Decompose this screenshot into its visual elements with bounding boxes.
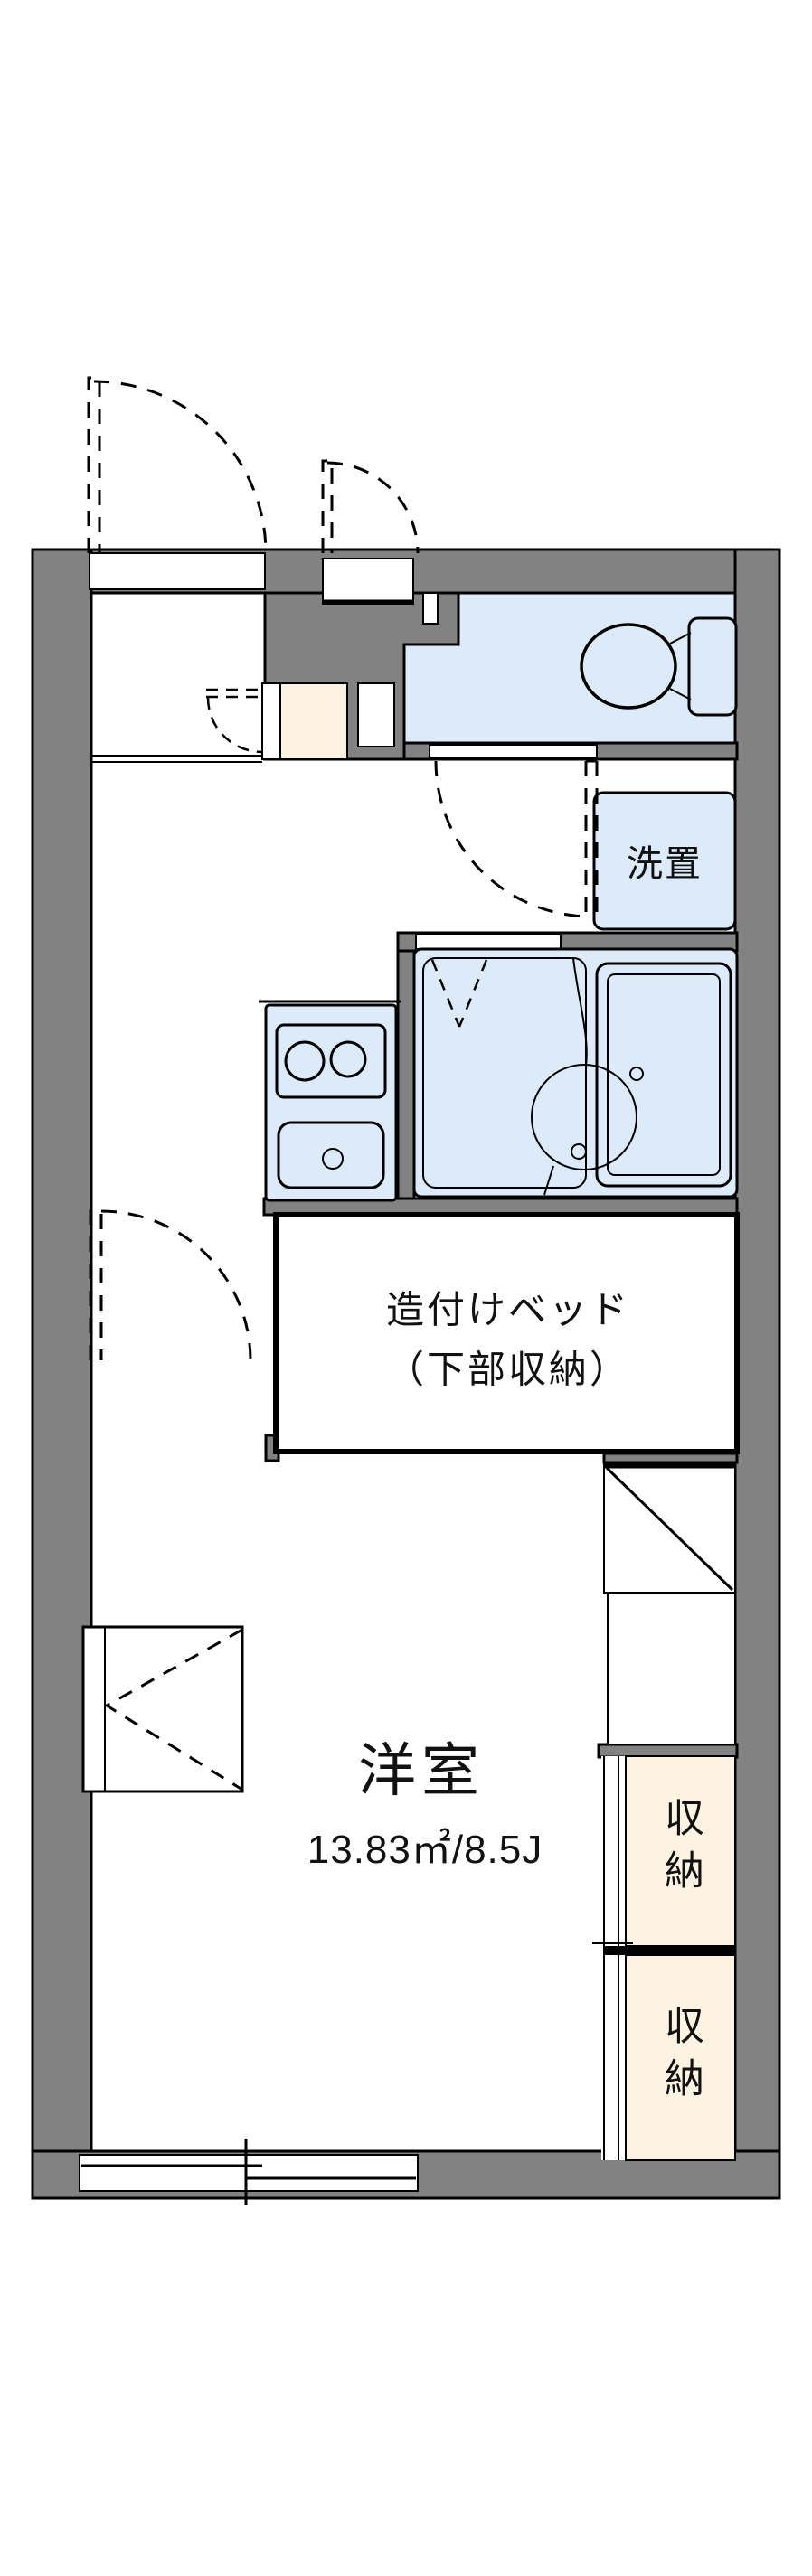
bathtub-inner [607,973,721,1176]
shower-area [422,957,587,1189]
wall-left [31,548,93,2200]
bath-basin-icon [531,1064,637,1170]
washer-space [592,791,737,931]
stove-icon [275,1023,387,1099]
wall-right [733,548,781,2200]
kitchen-sink-icon [277,1121,385,1189]
wall-below-bed [602,1452,739,1464]
ladder-space-chevron [104,1628,243,1791]
window-pane-lines [81,2139,416,2205]
window-bottom [79,2154,419,2192]
wall-above-closet [597,1743,739,1759]
entrance-door-leaf [87,376,101,553]
toilet-bowl-icon [580,623,677,710]
fridge-space-diagonal [605,1466,734,1592]
room-size-label: 13.83㎡/8.5J [307,1828,543,1872]
entry-door-jamb [261,682,281,760]
stove-burner-right-icon [329,1040,367,1078]
bathtub-drain-icon [629,1067,644,1081]
room-name-label: 洋室 [358,1738,485,1803]
counter-space [607,1592,736,1745]
bath-partition-line [543,1165,554,1196]
washer-space-label: 洗置 [627,844,703,884]
toilet-seat-line-top [669,632,692,644]
kitchen-unit [264,1003,398,1202]
closet-1-label: 収納 [658,1797,703,1902]
door-opening-top-left [89,552,266,590]
closet-2 [625,1954,736,2161]
bath-partition-curve [572,957,588,1067]
closet-divider [603,1946,735,1955]
washroom-door-arc [434,760,592,918]
hall-door-arc [100,1209,252,1361]
entrance-door-arc [93,380,268,554]
toilet-seat-line-bottom [669,688,692,700]
closet-2-label: 収納 [658,2005,703,2110]
ladder-space [81,1625,244,1793]
wall-bath-left [396,949,416,1200]
bed-label-line2: （下部収納） [385,1348,631,1391]
porch-door-leaf [321,459,334,553]
stove-burner-left-icon [284,1040,326,1082]
interior-door-leaf [206,688,264,699]
entrance-step [322,558,414,605]
bathtub-outer [595,962,732,1188]
closet-door-track [601,1756,626,2160]
shoe-box [357,682,395,747]
genkan-step-lines [91,755,262,763]
bath-door-opening [415,934,562,950]
interior-door-arc [206,697,263,754]
toilet-door-opening [429,744,598,758]
washroom-door-leaf [584,759,599,918]
toilet-tank-icon [687,616,738,717]
built-in-bed [273,1212,740,1454]
basin-faucet-icon [571,1143,587,1160]
closet-sliding-doors [592,1756,633,2160]
porch-door-arc [326,461,420,554]
bed-label-line1: 造付けベッド [385,1288,631,1331]
sink-drain-icon [322,1148,344,1170]
wall-notch [422,592,439,625]
closet-1 [625,1755,736,1947]
genkan-floor [279,682,348,760]
